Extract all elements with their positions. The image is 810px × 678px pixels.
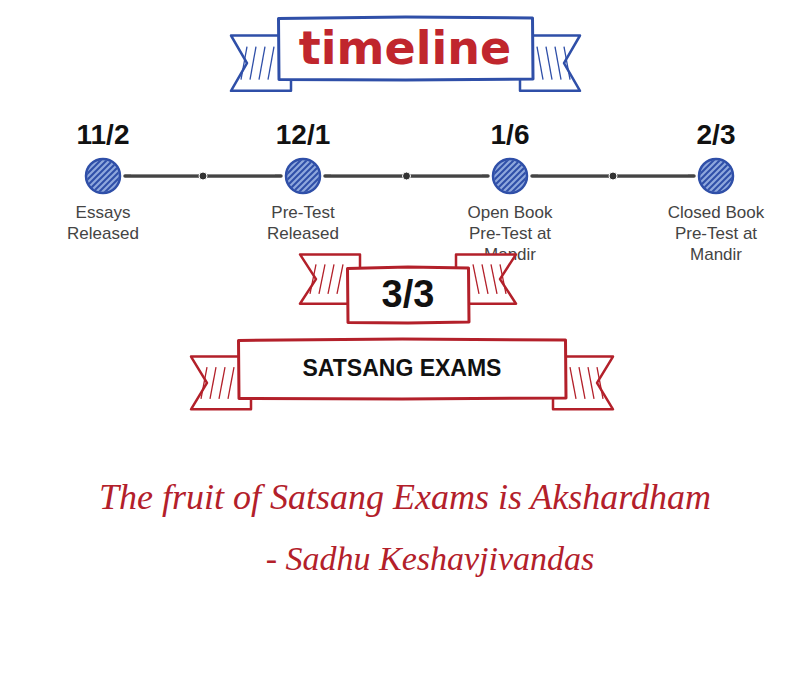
- ribbon-hatch: [328, 264, 334, 294]
- title-banner: timeline: [277, 16, 534, 81]
- milestone-circle: [696, 156, 736, 196]
- exam-date: 3/3: [382, 274, 435, 316]
- ribbon-hatch: [219, 367, 225, 399]
- ribbon-hatch: [310, 264, 316, 294]
- milestone-date: 12/1: [228, 118, 378, 152]
- ribbon-hatch: [537, 47, 543, 80]
- milestone-date: 1/6: [435, 118, 585, 152]
- ribbon-hatch: [337, 264, 343, 294]
- timeline-connector: [325, 172, 488, 180]
- timeline-milestone: 1/6Open Book Pre-Test at Mandir: [435, 118, 585, 265]
- exam-title: SATSANG EXAMS: [303, 356, 502, 381]
- milestone-date: 11/2: [28, 118, 178, 152]
- circle-hatch: [696, 156, 736, 196]
- ribbon-hatch: [546, 47, 552, 80]
- timeline-connector: [125, 172, 281, 180]
- milestone-circle: [490, 156, 530, 196]
- ribbon-hatch: [564, 47, 570, 80]
- timeline-milestone: 12/1Pre-Test Released: [228, 118, 378, 244]
- milestone-circle: [83, 156, 123, 196]
- milestone-label: Essays Released: [49, 202, 157, 244]
- circle-hatch: [283, 156, 323, 196]
- circle-hatch: [490, 156, 530, 196]
- circle-hatch: [83, 156, 123, 196]
- banner-title: timeline: [299, 23, 511, 74]
- milestone-date: 2/3: [641, 118, 791, 152]
- milestone-label: Pre-Test Released: [249, 202, 357, 244]
- ribbon-hatch: [473, 264, 479, 294]
- ribbon-hatch: [201, 367, 207, 399]
- ribbon-hatch: [319, 264, 325, 294]
- ribbon-hatch: [579, 367, 585, 399]
- timeline-milestone: 11/2Essays Released: [28, 118, 178, 244]
- quote-text: The fruit of Satsang Exams is Akshardham: [99, 476, 711, 518]
- ribbon-body: [278, 17, 533, 80]
- ribbon-hatch: [555, 47, 561, 80]
- ribbon-hatch: [491, 264, 497, 294]
- ribbon-hatch: [210, 367, 216, 399]
- ribbon-body: [239, 339, 567, 399]
- ribbon-hatch: [588, 367, 594, 399]
- timeline-connector: [532, 172, 694, 180]
- ribbon-hatch: [597, 367, 603, 399]
- ribbon-hatch: [241, 47, 247, 80]
- ribbon-hatch: [250, 47, 256, 80]
- date-banner: 3/3: [346, 266, 470, 324]
- milestone-circle: [283, 156, 323, 196]
- ribbon-body: [348, 267, 470, 323]
- quote-author: - Sadhu Keshavjivandas: [266, 540, 595, 578]
- ribbon-hatch: [482, 264, 488, 294]
- timeline-milestone: 2/3Closed Book Pre-Test at Mandir: [641, 118, 791, 265]
- ribbon-hatch: [570, 367, 576, 399]
- ribbon-hatch: [228, 367, 234, 399]
- milestone-label: Closed Book Pre-Test at Mandir: [662, 202, 770, 265]
- ribbon-hatch: [259, 47, 265, 80]
- exam-banner: SATSANG EXAMS: [237, 338, 567, 400]
- ribbon-hatch: [268, 47, 274, 80]
- ribbon-hatch: [500, 264, 506, 294]
